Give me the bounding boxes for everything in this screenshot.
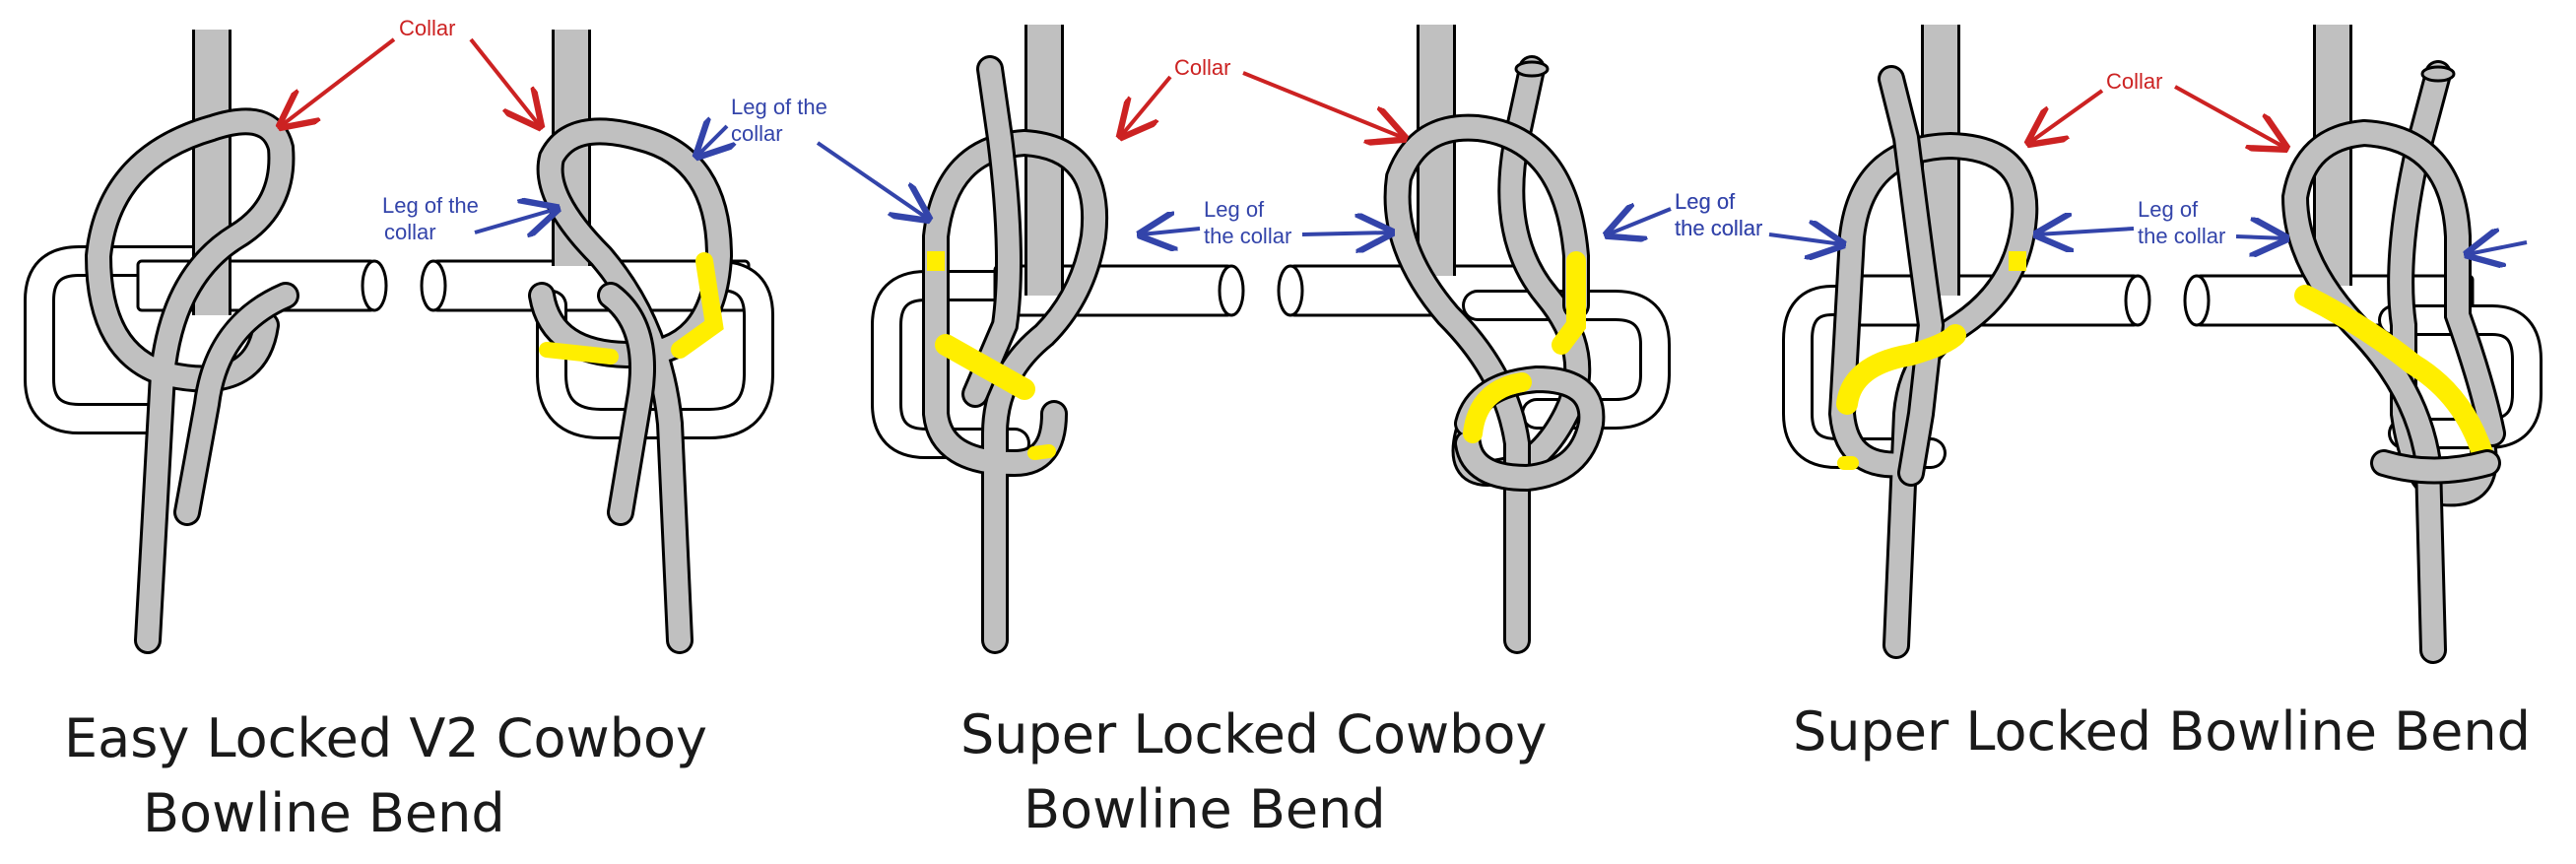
knot-right-view <box>2183 25 2543 664</box>
grey-rope <box>922 25 1109 654</box>
caption-line-2: Bowline Bend <box>143 782 505 844</box>
caption-easy-locked-v2-cowboy: Easy Locked V2 Cowboy Bowline Bend <box>64 701 707 851</box>
grey-rope <box>84 30 299 654</box>
annotations-panel-2: Collar Leg of the collar Leg of the coll… <box>816 55 1762 248</box>
panel-super-locked-cowboy: Collar Leg of the collar Leg of the coll… <box>816 25 1762 654</box>
caption-line-1: Super Locked Cowboy <box>960 703 1548 765</box>
leg-label-right: Leg of the collar <box>731 95 833 146</box>
grey-rope <box>1383 25 1606 654</box>
caption-line-1: Super Locked Bowline Bend <box>1793 700 2531 763</box>
leg-label-right: Leg of the collar <box>1675 189 1762 240</box>
leg-label-left: Leg of the collar <box>1204 197 1291 248</box>
annotations-panel-1: Collar Leg of the collar Leg of the coll… <box>281 16 833 244</box>
white-rope-bar <box>420 259 774 439</box>
leg-label-left: Leg of the collar <box>382 193 485 244</box>
collar-label: Collar <box>2106 69 2162 94</box>
panel-easy-locked-v2-cowboy: Collar Leg of the collar Leg of the coll… <box>24 16 833 654</box>
panel-super-locked-bowline: Collar Leg of the collar Leg of the coll… <box>1675 25 2543 664</box>
annotations-panel-3: Collar Leg of the collar Leg of the coll… <box>1675 69 2528 254</box>
knot-left-view <box>24 30 388 654</box>
grey-rope <box>528 30 734 654</box>
caption-line-2: Bowline Bend <box>1024 778 1386 840</box>
knot-left-view <box>871 25 1245 654</box>
leg-label-left: Leg of the collar <box>1675 189 1762 240</box>
caption-super-locked-bowline: Super Locked Bowline Bend <box>1793 695 2531 769</box>
knot-right-view <box>420 30 774 654</box>
collar-label: Collar <box>399 16 455 40</box>
caption-super-locked-cowboy: Super Locked Cowboy Bowline Bend <box>960 698 1547 847</box>
leg-label-right: Leg of the collar <box>2138 197 2225 248</box>
grey-rope <box>2280 25 2506 664</box>
knot-left-view <box>1782 25 2151 659</box>
caption-line-1: Easy Locked V2 Cowboy <box>64 707 707 769</box>
collar-label: Collar <box>1174 55 1230 80</box>
grey-rope <box>1827 25 2039 659</box>
knot-right-view <box>1277 25 1671 654</box>
